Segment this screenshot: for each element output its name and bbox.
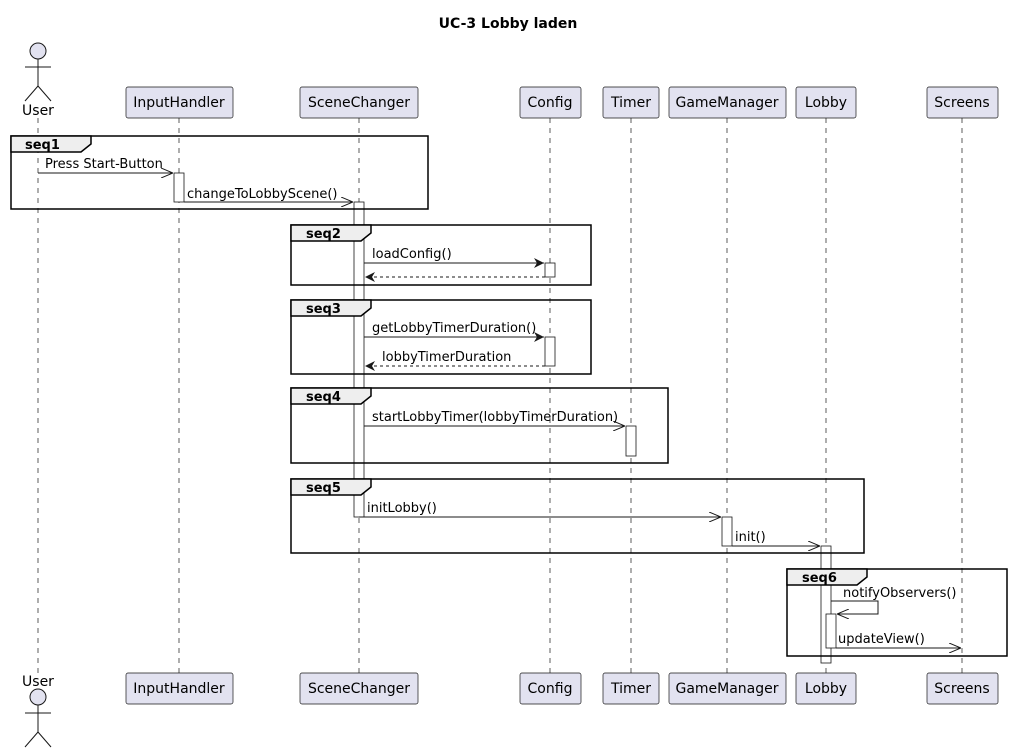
actor-user-label-bottom: User [22, 674, 54, 690]
activation-lobby-nested [825, 613, 837, 649]
group-seq3-label: seq3 [306, 302, 341, 317]
participants-top: InputHandler SceneChanger Config Timer G… [125, 86, 999, 119]
message-label-start-timer: startLobbyTimer(lobbyTimerDuration) [372, 410, 618, 425]
participants-bottom: InputHandler SceneChanger Config Timer G… [125, 672, 999, 705]
diagram-title: UC-3 Lobby laden [439, 16, 578, 32]
participant-scenechanger-top: SceneChanger [299, 86, 419, 119]
group-seq2-frame [290, 224, 592, 286]
activation-timer [625, 425, 637, 457]
participant-lobby-bottom: Lobby [795, 672, 857, 705]
message-label-press-start: Press Start-Button [45, 157, 163, 172]
svg-text:Config: Config [528, 681, 573, 697]
svg-text:GameManager: GameManager [675, 681, 778, 697]
message-arrows [38, 173, 961, 648]
message-label-get-duration: getLobbyTimerDuration() [372, 321, 536, 336]
participant-gamemanager-top: GameManager [668, 86, 787, 119]
participant-timer-top: Timer [602, 86, 660, 119]
actor-user-bottom [24, 688, 52, 748]
group-seq5-frame [290, 478, 865, 554]
svg-text:Timer: Timer [610, 95, 651, 111]
activation-inputhandler [173, 172, 185, 203]
group-seq6-tab [786, 568, 868, 586]
group-seq1-tab [10, 135, 92, 153]
participant-scenechanger-bottom: SceneChanger [299, 672, 419, 705]
svg-text:Timer: Timer [610, 681, 651, 697]
svg-text:InputHandler: InputHandler [133, 95, 225, 111]
svg-text:InputHandler: InputHandler [133, 681, 225, 697]
participant-config-bottom: Config [519, 672, 582, 705]
participant-screens-bottom: Screens [926, 672, 999, 705]
svg-text:SceneChanger: SceneChanger [308, 681, 410, 697]
group-seq1-frame [10, 135, 429, 210]
group-seq3-tab [290, 299, 372, 317]
activation-lobby [820, 545, 832, 664]
participant-screens-top: Screens [926, 86, 999, 119]
message-label-update-view: updateView() [838, 632, 925, 647]
svg-text:Lobby: Lobby [805, 95, 847, 111]
activation-config-1 [544, 262, 556, 278]
group-frames [10, 135, 1008, 657]
group-seq4-label: seq4 [306, 390, 341, 405]
group-seq4-frame [290, 387, 669, 464]
svg-text:Screens: Screens [934, 681, 989, 697]
group-seq6-frame [786, 568, 1008, 657]
svg-text:GameManager: GameManager [675, 95, 778, 111]
participant-lobby-top: Lobby [795, 86, 857, 119]
message-label-init: init() [735, 530, 766, 545]
group-seq1-label: seq1 [25, 138, 60, 153]
participant-timer-bottom: Timer [602, 672, 660, 705]
group-seq2-label: seq2 [306, 227, 341, 242]
group-labels: seq1 seq2 seq3 seq4 seq5 seq6 [25, 138, 837, 586]
group-headers [10, 135, 868, 586]
participant-config-top: Config [519, 86, 582, 119]
message-label-notify-observers: notifyObservers() [843, 586, 957, 601]
actor-user-label-top: User [22, 103, 54, 119]
activation-bars [173, 172, 837, 664]
message-label-init-lobby: initLobby() [367, 501, 437, 516]
group-seq5-label: seq5 [306, 481, 341, 496]
participant-inputhandler-top: InputHandler [125, 86, 234, 119]
group-seq6-label: seq6 [802, 571, 837, 586]
group-seq2-tab [290, 224, 372, 242]
message-labels: Press Start-Button changeToLobbyScene() … [45, 157, 957, 647]
svg-text:Lobby: Lobby [805, 681, 847, 697]
message-label-duration-return: lobbyTimerDuration [382, 350, 511, 365]
svg-text:SceneChanger: SceneChanger [308, 95, 410, 111]
message-label-load-config: loadConfig() [372, 247, 452, 262]
group-seq5-tab [290, 478, 372, 496]
group-seq4-tab [290, 387, 372, 405]
message-label-change-scene: changeToLobbyScene() [187, 187, 337, 202]
actor-user-top [24, 42, 52, 102]
participant-gamemanager-bottom: GameManager [668, 672, 787, 705]
participant-inputhandler-bottom: InputHandler [125, 672, 234, 705]
activation-config-2 [544, 336, 556, 367]
message-arrow-notify-observers [831, 600, 879, 614]
activation-scenechanger [353, 201, 365, 518]
group-seq3-frame [290, 299, 592, 375]
activation-gamemanager [721, 516, 733, 547]
svg-text:Config: Config [528, 95, 573, 111]
svg-text:Screens: Screens [934, 95, 989, 111]
